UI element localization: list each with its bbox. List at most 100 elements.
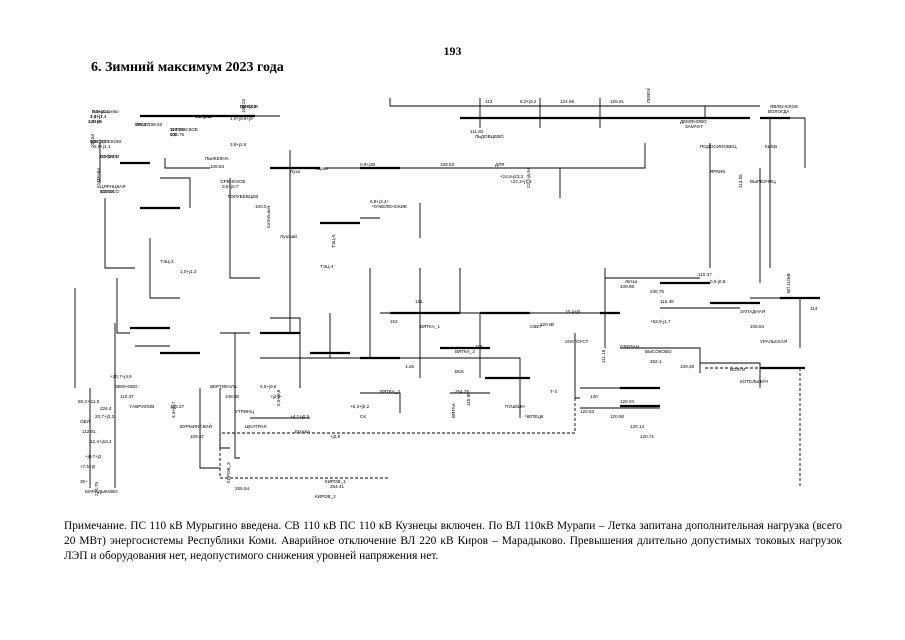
node-label: МАРАДЫКОВО bbox=[85, 489, 118, 494]
wire bbox=[104, 198, 135, 269]
node-label: 108.66 bbox=[88, 119, 102, 124]
node-label: ПРАК 108.63 bbox=[135, 122, 163, 127]
node-label: ЗАРОВСКОЕ bbox=[170, 127, 198, 132]
node-label: 112.01 bbox=[82, 429, 96, 434]
wire bbox=[400, 357, 521, 418]
node-label: 109.86 bbox=[620, 284, 634, 289]
node-label: 109,28 bbox=[680, 364, 694, 369]
node-label: ВЯТКА_1 bbox=[420, 324, 440, 329]
node-label: ЛОПАРИ bbox=[100, 154, 119, 159]
node-label: ГОЛУБЕВЦЕВ bbox=[228, 194, 258, 199]
node-label: 0,0 bbox=[170, 132, 177, 137]
node-label: 110.37 bbox=[698, 272, 712, 277]
node-label: ВУРМИНСКИЙ bbox=[180, 422, 212, 429]
node-label: 120.90 bbox=[610, 414, 624, 419]
node-label: 8,0+j3,1 bbox=[92, 109, 109, 114]
node-label: +24,8-j23,3 bbox=[500, 174, 524, 179]
node-label: 0,9+j2,3 bbox=[240, 104, 257, 109]
node-label: 255.54 bbox=[235, 486, 249, 491]
node-label: ЗАМЧУГ bbox=[685, 124, 704, 129]
node-label: 131 bbox=[415, 299, 423, 304]
node-label: 108.64 bbox=[90, 134, 95, 148]
node-label: 120.13 bbox=[630, 424, 644, 429]
node-label: ВЯТКА_2 bbox=[455, 349, 475, 354]
node-label: 1,2+j4 bbox=[88, 119, 101, 124]
scheme-labels: Понасырево7,6+j7,4108.66ГОСТЕЛЕКОМ108.64… bbox=[78, 88, 818, 499]
node-label: 0,5+j0,7 bbox=[222, 184, 239, 189]
node-label: +j2,5 bbox=[270, 394, 281, 399]
node-label: 108.83 bbox=[210, 164, 224, 169]
node-label: 0,5+j9,6 bbox=[260, 384, 277, 389]
wire bbox=[149, 238, 180, 299]
node-label: 115.46 bbox=[660, 299, 674, 304]
node-label: 0,5-j0,8 bbox=[710, 279, 726, 284]
node-label: 0,2-j0,5+ bbox=[195, 114, 213, 119]
node-label: 20,7+j3,3 bbox=[95, 414, 114, 419]
node-label: 0,9+j30 bbox=[360, 162, 376, 167]
node-label: ПУШКИН bbox=[505, 404, 525, 409]
wire bbox=[389, 98, 706, 118]
node-label: ЛЕВОЙ bbox=[644, 88, 651, 103]
node-label: ТЭЦ-5 bbox=[331, 234, 336, 248]
node-label: +22,3+j1,4 bbox=[510, 179, 532, 184]
node-label: ОБЛ bbox=[80, 419, 90, 424]
node-label: КОЛЕСО bbox=[100, 189, 119, 194]
note-text: Примечание. ПС 110 кВ Мурыгино введена. … bbox=[64, 520, 842, 562]
node-label: ВЫСОКОВО bbox=[645, 349, 672, 354]
node-label: 120.04 bbox=[620, 399, 634, 404]
node-label: 100.0 bbox=[255, 204, 267, 209]
node-label: 113 bbox=[485, 99, 493, 104]
wire bbox=[160, 177, 191, 208]
node-label: +j2,9 bbox=[330, 434, 341, 439]
node-label: ТЭЦ-3 bbox=[160, 259, 174, 264]
node-label: 35+ bbox=[80, 479, 88, 484]
node-label: ЕНАКА bbox=[295, 429, 311, 434]
node-label: 1,6+j2,5 bbox=[90, 139, 107, 144]
node-label: Летка bbox=[625, 279, 638, 284]
node-label: 0,5+j0,6 bbox=[276, 389, 281, 406]
node-label: 3,8+j2,8 bbox=[230, 142, 247, 147]
node-label: ЗВОНОВО bbox=[115, 384, 138, 389]
node-label: ЗЛАТОУСТ bbox=[565, 339, 589, 344]
node-label: 252.1 bbox=[650, 359, 662, 364]
node-label: КИЕВ bbox=[765, 144, 777, 149]
node-label: 1.25 bbox=[405, 364, 414, 369]
node-label: 105.34 bbox=[100, 189, 114, 194]
scheme-lines bbox=[74, 98, 806, 488]
wire bbox=[270, 317, 301, 388]
node-label: ЧУЖЕЛЕНСКИЕ bbox=[372, 204, 407, 209]
node-label: ЧЕПЕЦК bbox=[525, 414, 544, 419]
node-label: Котельнич bbox=[266, 205, 271, 228]
node-label: ЦЕНТРАЛ bbox=[245, 424, 267, 429]
node-label: +6,3+j0,2 bbox=[350, 404, 370, 409]
node-label: 108.84 bbox=[750, 324, 764, 329]
node-label: ГАВРИЛОВ bbox=[130, 404, 154, 409]
node-label: 254.41 bbox=[330, 484, 344, 489]
node-label: СК bbox=[360, 414, 366, 419]
node-label: 110.37 bbox=[120, 394, 134, 399]
node-label: 108.53 bbox=[440, 162, 454, 167]
node-label: 7,6+j7,4 bbox=[90, 114, 107, 119]
node-label: 224.75 bbox=[94, 482, 99, 496]
wire bbox=[234, 333, 240, 459]
node-label: 12,4+j10,4 bbox=[90, 439, 112, 444]
node-label: 3,4+j0,7 bbox=[171, 401, 176, 418]
node-label: 1,0+j1,3 bbox=[180, 269, 197, 274]
node-label: 130 bbox=[590, 394, 598, 399]
node-label: ДЛЯ bbox=[495, 162, 504, 167]
node-label: 108.37 bbox=[135, 122, 149, 127]
node-label: Лузский bbox=[280, 233, 297, 239]
node-label: ПИЖЕМ bbox=[240, 104, 258, 109]
node-label: 3,4+j1 bbox=[90, 114, 103, 119]
node-label: КУМЕНЫ bbox=[96, 168, 101, 188]
node-label: 108.27 bbox=[170, 404, 184, 409]
node-label: +53,8-j1,7 bbox=[650, 319, 671, 324]
node-label: +4,1+j0,5 bbox=[290, 414, 310, 419]
node-label: ЦЯРНЦКАЯ bbox=[100, 184, 126, 189]
section-heading: 6. Зимний максимум 2023 года bbox=[91, 60, 284, 75]
node-label: Понасырево bbox=[92, 109, 119, 114]
node-label: 120.53 bbox=[580, 409, 594, 414]
wire bbox=[360, 392, 401, 413]
node-label: ЛЬДОВЦЕВО bbox=[475, 134, 504, 139]
node-label: 110.24 bbox=[170, 127, 184, 132]
